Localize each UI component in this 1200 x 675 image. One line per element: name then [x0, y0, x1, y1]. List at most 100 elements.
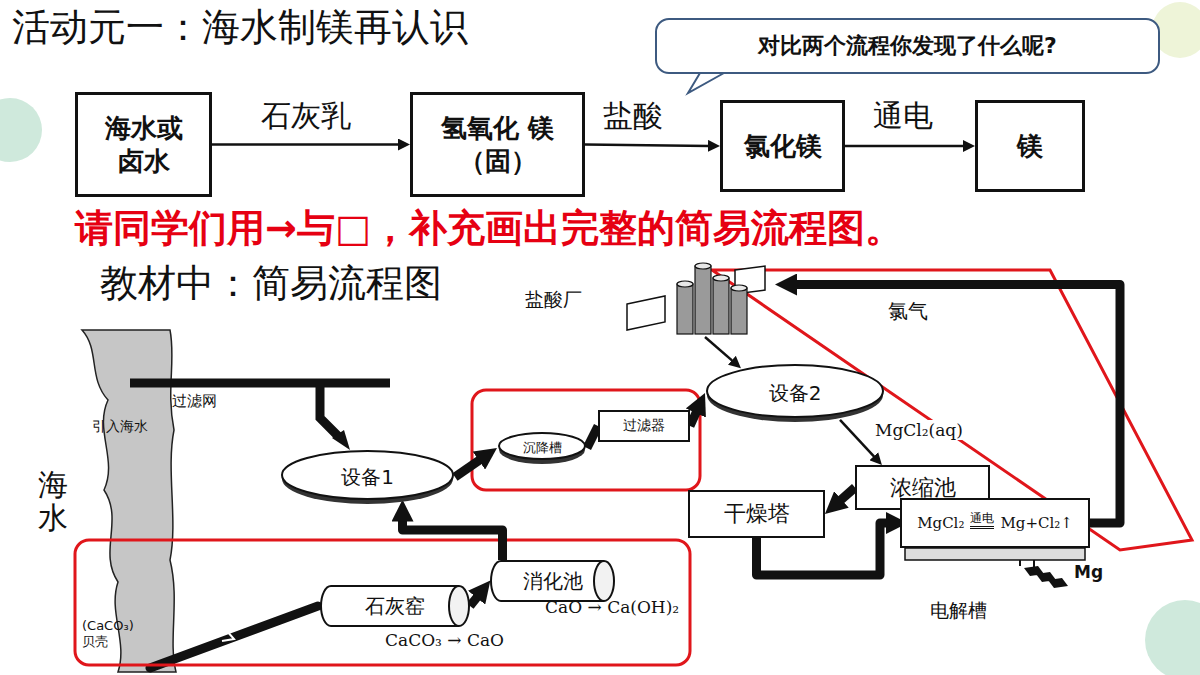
ellipse-top — [707, 365, 883, 417]
node-text: 消化池 — [523, 569, 583, 594]
process-box: 氢氧化 镁（固） — [410, 92, 585, 197]
node-text: 设备1 — [341, 465, 394, 490]
part-label: 引入海水 — [92, 418, 148, 436]
tank-top — [695, 263, 711, 269]
node-text: 盐酸厂 — [525, 288, 582, 312]
node-text: 干燥塔 — [724, 500, 790, 528]
tank-top — [713, 275, 729, 281]
node-text-group: 海水或 卤水 — [94, 112, 193, 177]
node-text-group: MgCl₂ 通电 Mg+Cl₂↑ — [917, 514, 1073, 533]
instruction-text: 请同学们用→与□，补充画出完整的简易流程图。 — [75, 203, 903, 254]
node-text: 海水或 卤水 — [94, 112, 193, 177]
edge-label-text: MgCl₂(aq) — [875, 420, 963, 440]
node-text-group: 盐酸厂 — [525, 288, 582, 312]
tank-cylinder — [731, 288, 747, 334]
acid-plant: 盐酸厂 — [525, 262, 775, 337]
tank-cylinder — [713, 278, 729, 334]
electrolysis-cell: MgCl₂ 通电 Mg+Cl₂↑ — [900, 498, 1090, 548]
callout-bubble: 对比两个流程你发现了什么呢? — [655, 18, 1160, 74]
slide-title: 活动元一：海水制镁再认识 — [12, 2, 468, 53]
edge-label: 氯气 — [885, 298, 931, 325]
node-text-group: 消化池 — [523, 569, 583, 594]
unit-box: 干燥塔 — [688, 490, 825, 538]
cell-tray — [905, 548, 1085, 560]
node-text: 石灰窑 — [365, 594, 425, 619]
section-heading: 教材中：简易流程图 — [100, 258, 442, 309]
label-text: (CaCO₃) 贝壳 — [82, 618, 134, 649]
node-text: Mg+Cl₂↑ — [1000, 514, 1072, 533]
pipe-connector — [470, 596, 478, 606]
tank-ellipse: 设备1 — [280, 448, 455, 506]
tank-cylinder — [677, 284, 693, 334]
ellipse-top — [282, 451, 453, 499]
pipe-arrow — [332, 430, 350, 450]
tank-top — [731, 285, 747, 291]
label-text: 电解槽 — [930, 599, 987, 621]
pipe-connector — [690, 411, 697, 426]
node-text: 对比两个流程你发现了什么呢? — [758, 32, 1057, 60]
unit-box: 过滤器 — [598, 410, 690, 442]
node-text-group: 设备2 — [769, 381, 822, 406]
tank-ellipse: 设备2 — [705, 362, 885, 424]
process-box: 海水或 卤水 — [75, 92, 212, 197]
pipe-connector — [587, 426, 598, 448]
node-text-group: 设备1 — [341, 465, 394, 490]
part-label: 过滤网 — [172, 392, 217, 411]
magnesium-ingots — [1024, 566, 1068, 588]
flow-mark — [222, 630, 234, 641]
cylinder-end — [449, 586, 469, 626]
node-text: 通电 — [970, 511, 994, 529]
edge-label-text: 通电 — [873, 98, 933, 133]
node-text-group: 沉降槽 — [523, 440, 562, 456]
node-text-group: 氯化镁 — [744, 130, 822, 163]
arrow-connector — [705, 337, 733, 361]
process-box: 氯化镁 — [720, 100, 845, 192]
part-label: (CaCO₃) 贝壳 — [82, 618, 148, 649]
node-text: 设备2 — [769, 381, 822, 406]
arrow-connector — [845, 145, 964, 148]
arrow-connector — [585, 145, 709, 146]
cylinder-lines — [331, 586, 459, 626]
cylinder-body — [331, 586, 459, 626]
label-text: CaCO₃ → CaO — [385, 630, 504, 650]
label-text: 教材中：简易流程图 — [100, 261, 442, 305]
label-text: 海水 — [38, 468, 68, 534]
intake-pipe — [130, 379, 390, 388]
node-text: 氢氧化 镁（固） — [429, 112, 566, 177]
node-text: MgCl₂ — [917, 514, 964, 533]
reaction-label: CaCO₃ → CaO — [385, 630, 504, 650]
node-text-group: 氢氧化 镁（固） — [429, 112, 566, 177]
edge-label-text: 盐酸 — [603, 98, 663, 133]
edge-label: 盐酸 — [600, 96, 666, 137]
edge-label: 石灰乳 — [258, 96, 354, 137]
highlight-frame — [75, 540, 690, 665]
node-text: 沉降槽 — [523, 440, 562, 456]
decor-circle — [1145, 600, 1200, 675]
pipe-connector — [840, 488, 855, 501]
edge-label-text: 石灰乳 — [261, 98, 351, 133]
decor-circle — [0, 98, 42, 162]
process-box: 镁 — [975, 100, 1085, 192]
edge-label: MgCl₂(aq) — [872, 420, 966, 440]
product-label: Mg — [1074, 562, 1103, 582]
arrow-connector — [212, 143, 399, 146]
building-block — [627, 296, 665, 330]
tank-ellipse: 沉降槽 — [497, 430, 587, 466]
node-text: 氯化镁 — [744, 130, 822, 163]
plant-building — [625, 262, 775, 337]
part-label: 电解槽 — [930, 598, 987, 624]
title-text: 活动元一：海水制镁再认识 — [12, 5, 468, 49]
highlight-frame — [472, 390, 700, 490]
label-text: 请同学们用→与□，补充画出完整的简易流程图。 — [75, 206, 903, 250]
edge-label-text: 氯气 — [888, 299, 928, 323]
node-text-group: 石灰窑 — [365, 594, 425, 619]
callout-tail — [688, 73, 724, 93]
cylinder-lines — [501, 561, 604, 601]
pipe-connector — [403, 519, 503, 560]
reaction-label: CaO → Ca(OH)₂ — [545, 597, 679, 617]
node-text-group: 镁 — [1017, 130, 1043, 163]
cylinder-body — [501, 561, 604, 601]
arrow-connector — [840, 420, 875, 457]
shell-pipe — [150, 606, 318, 668]
sea-label: 海水 — [38, 468, 68, 534]
